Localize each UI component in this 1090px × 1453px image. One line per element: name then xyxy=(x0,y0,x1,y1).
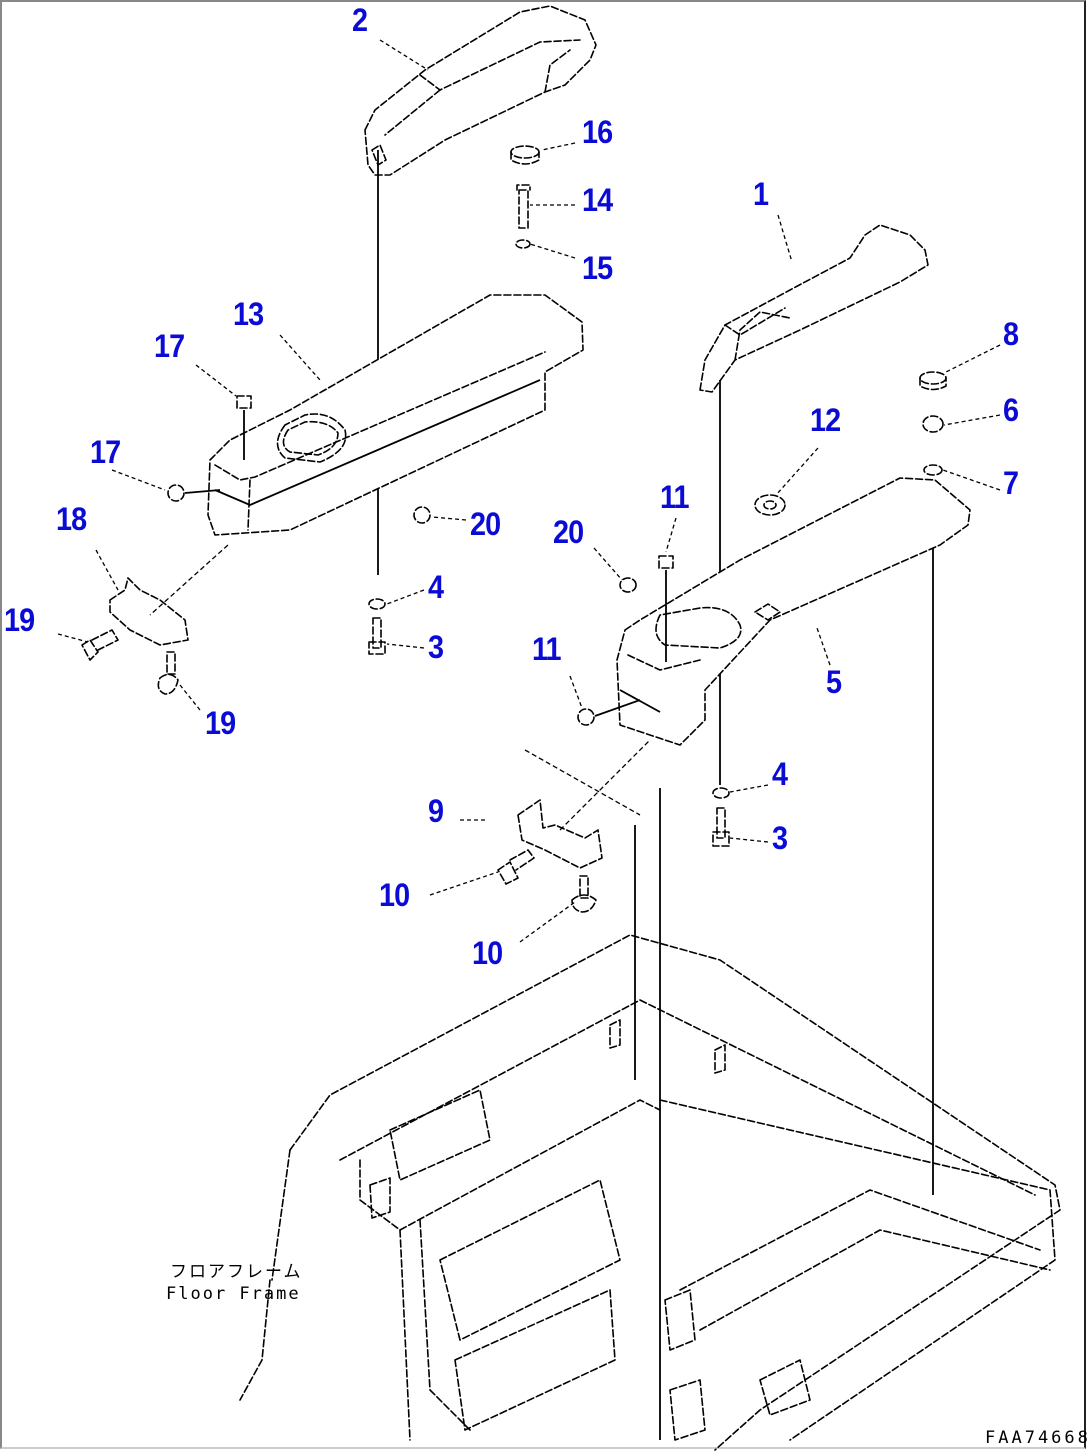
callout-2: 2 xyxy=(352,2,368,38)
callout-20-right: 20 xyxy=(553,514,584,550)
callout-18: 18 xyxy=(56,501,87,537)
part-20-clip-left xyxy=(413,506,431,524)
callout-10-bottom: 10 xyxy=(472,935,503,971)
part-20-clip-right xyxy=(619,577,637,593)
callout-4-right: 4 xyxy=(772,756,788,792)
part-6-bolt xyxy=(922,415,944,433)
callout-3-right: 3 xyxy=(772,820,788,856)
part-4-washer-left xyxy=(368,598,386,610)
part-3-bolt-right xyxy=(712,807,730,847)
part-16-cap xyxy=(510,145,540,165)
part-10-bolt-bottom xyxy=(571,875,597,913)
part-11-cap-top xyxy=(658,555,674,662)
floor-frame xyxy=(239,934,1061,1451)
part-8-cap xyxy=(919,371,947,391)
floor-frame-label-en: Floor Frame xyxy=(166,1284,301,1304)
callout-6: 6 xyxy=(1003,392,1019,428)
part-5-cover xyxy=(616,477,971,746)
callout-11-top: 11 xyxy=(660,479,690,515)
callout-17-side: 17 xyxy=(90,434,121,470)
part-13-cover xyxy=(207,294,584,536)
part-1-armrest xyxy=(699,224,929,393)
callout-1: 1 xyxy=(753,176,769,212)
part-19-bolt-left xyxy=(81,629,119,661)
callout-4-left: 4 xyxy=(428,569,444,605)
part-3-bolt-left xyxy=(368,617,386,655)
guide-line xyxy=(524,749,641,816)
part-12-grommet xyxy=(754,494,786,516)
callout-5: 5 xyxy=(826,664,842,700)
part-19-bolt-bottom xyxy=(157,651,179,695)
callout-15: 15 xyxy=(582,250,613,286)
floor-frame-label-jp: フロアフレーム xyxy=(170,1262,303,1282)
callout-3-left: 3 xyxy=(428,629,444,665)
part-18-bracket xyxy=(109,577,189,646)
callout-7: 7 xyxy=(1003,465,1019,501)
callout-11-side: 11 xyxy=(532,631,562,667)
callout-16: 16 xyxy=(582,114,613,150)
assembly-line-9 xyxy=(559,739,651,831)
part-15-washer xyxy=(515,239,531,249)
part-9-bracket xyxy=(517,799,603,869)
callout-12: 12 xyxy=(810,402,841,438)
callout-10-left: 10 xyxy=(379,877,410,913)
callout-9: 9 xyxy=(428,793,444,829)
callout-17-top: 17 xyxy=(154,328,185,364)
part-17-cap-side xyxy=(167,484,221,502)
callout-19-bottom: 19 xyxy=(205,705,236,741)
callout-14: 14 xyxy=(582,182,613,218)
assembly-line-18 xyxy=(149,544,229,616)
part-17-cap-top xyxy=(236,395,252,460)
part-10-bolt-left xyxy=(497,849,535,885)
reference-code: FAA74668 xyxy=(985,1428,1090,1448)
part-7-washer xyxy=(923,464,943,476)
part-4-washer-right xyxy=(712,787,730,799)
part-2-armrest xyxy=(364,5,597,176)
part-11-cap-side xyxy=(577,699,641,726)
callout-20-left: 20 xyxy=(470,506,501,542)
callout-8: 8 xyxy=(1003,316,1019,352)
callout-19-left: 19 xyxy=(4,602,35,638)
part-14-bolt xyxy=(516,184,531,229)
callout-13: 13 xyxy=(233,296,264,332)
